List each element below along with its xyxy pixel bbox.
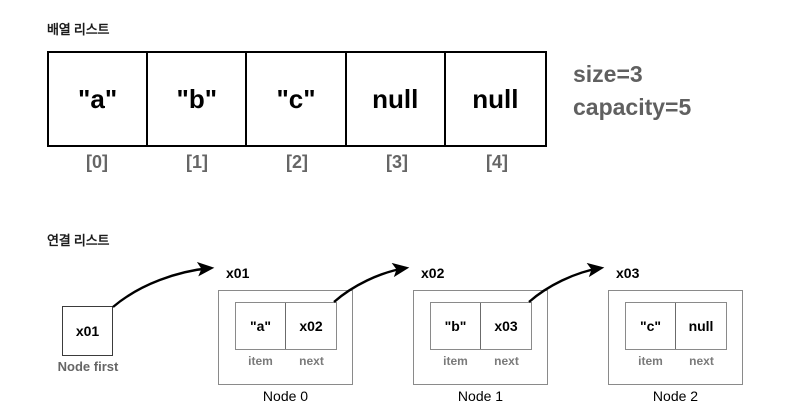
node-1-address: x02 (421, 265, 445, 281)
node-2-field-labels: item next (625, 354, 727, 368)
node-0-field-labels: item next (235, 354, 337, 368)
array-size-text: size=3 (573, 61, 643, 87)
node-0-caption: Node 0 (262, 388, 309, 404)
node-1-next-label: next (494, 354, 519, 368)
head-pointer-box: x01 (62, 306, 113, 356)
node-1-fields: "b" x03 (430, 302, 532, 350)
node-1-item-label: item (443, 354, 468, 368)
array-index-1: [1] (186, 152, 208, 172)
array-stats: size=3 capacity=5 (573, 58, 691, 124)
array-capacity-text: capacity=5 (573, 94, 692, 120)
node-2-fields: "c" null (625, 302, 727, 350)
array-cell-3: null (347, 53, 446, 145)
array-cell-2: "c" (247, 53, 347, 145)
array-cell-1: "b" (148, 53, 248, 145)
node-1-field-labels: item next (430, 354, 532, 368)
arrow-head-to-node-0 (112, 262, 215, 308)
head-pointer-label: Node first (57, 359, 119, 374)
node-1-item-value: "b" (431, 303, 482, 349)
node-0-item-value: "a" (236, 303, 287, 349)
node-2-address: x03 (616, 265, 640, 281)
node-2-container: "c" null item next (608, 290, 743, 385)
node-0-container: "a" x02 item next (218, 290, 353, 385)
node-0-item-label: item (248, 354, 273, 368)
array-index-3: [3] (386, 152, 408, 172)
node-0-address: x01 (226, 265, 250, 281)
node-2-item-value: "c" (626, 303, 677, 349)
node-1-caption: Node 1 (457, 388, 504, 404)
node-2-item-label: item (638, 354, 663, 368)
node-1-container: "b" x03 item next (413, 290, 548, 385)
node-0-next-value: x02 (299, 318, 323, 334)
array-cell-0: "a" (49, 53, 149, 145)
node-0-next-label: next (299, 354, 324, 368)
array-index-row: [0] [1] [2] [3] [4] (47, 152, 547, 176)
array-index-2: [2] (286, 152, 308, 172)
array-list-caption: 배열 리스트 (47, 22, 110, 37)
array-list-container: "a" "b" "c" null null (47, 51, 547, 147)
array-cell-4: null (472, 83, 519, 114)
node-2-caption: Node 2 (652, 388, 699, 404)
array-index-0: [0] (86, 152, 108, 172)
linked-list-caption: 연결 리스트 (47, 233, 110, 248)
node-2-next-value: null (688, 318, 714, 334)
node-1-next-value: x03 (494, 318, 518, 334)
node-0-fields: "a" x02 (235, 302, 337, 350)
array-index-4: [4] (486, 152, 508, 172)
node-2-next-label: next (689, 354, 714, 368)
